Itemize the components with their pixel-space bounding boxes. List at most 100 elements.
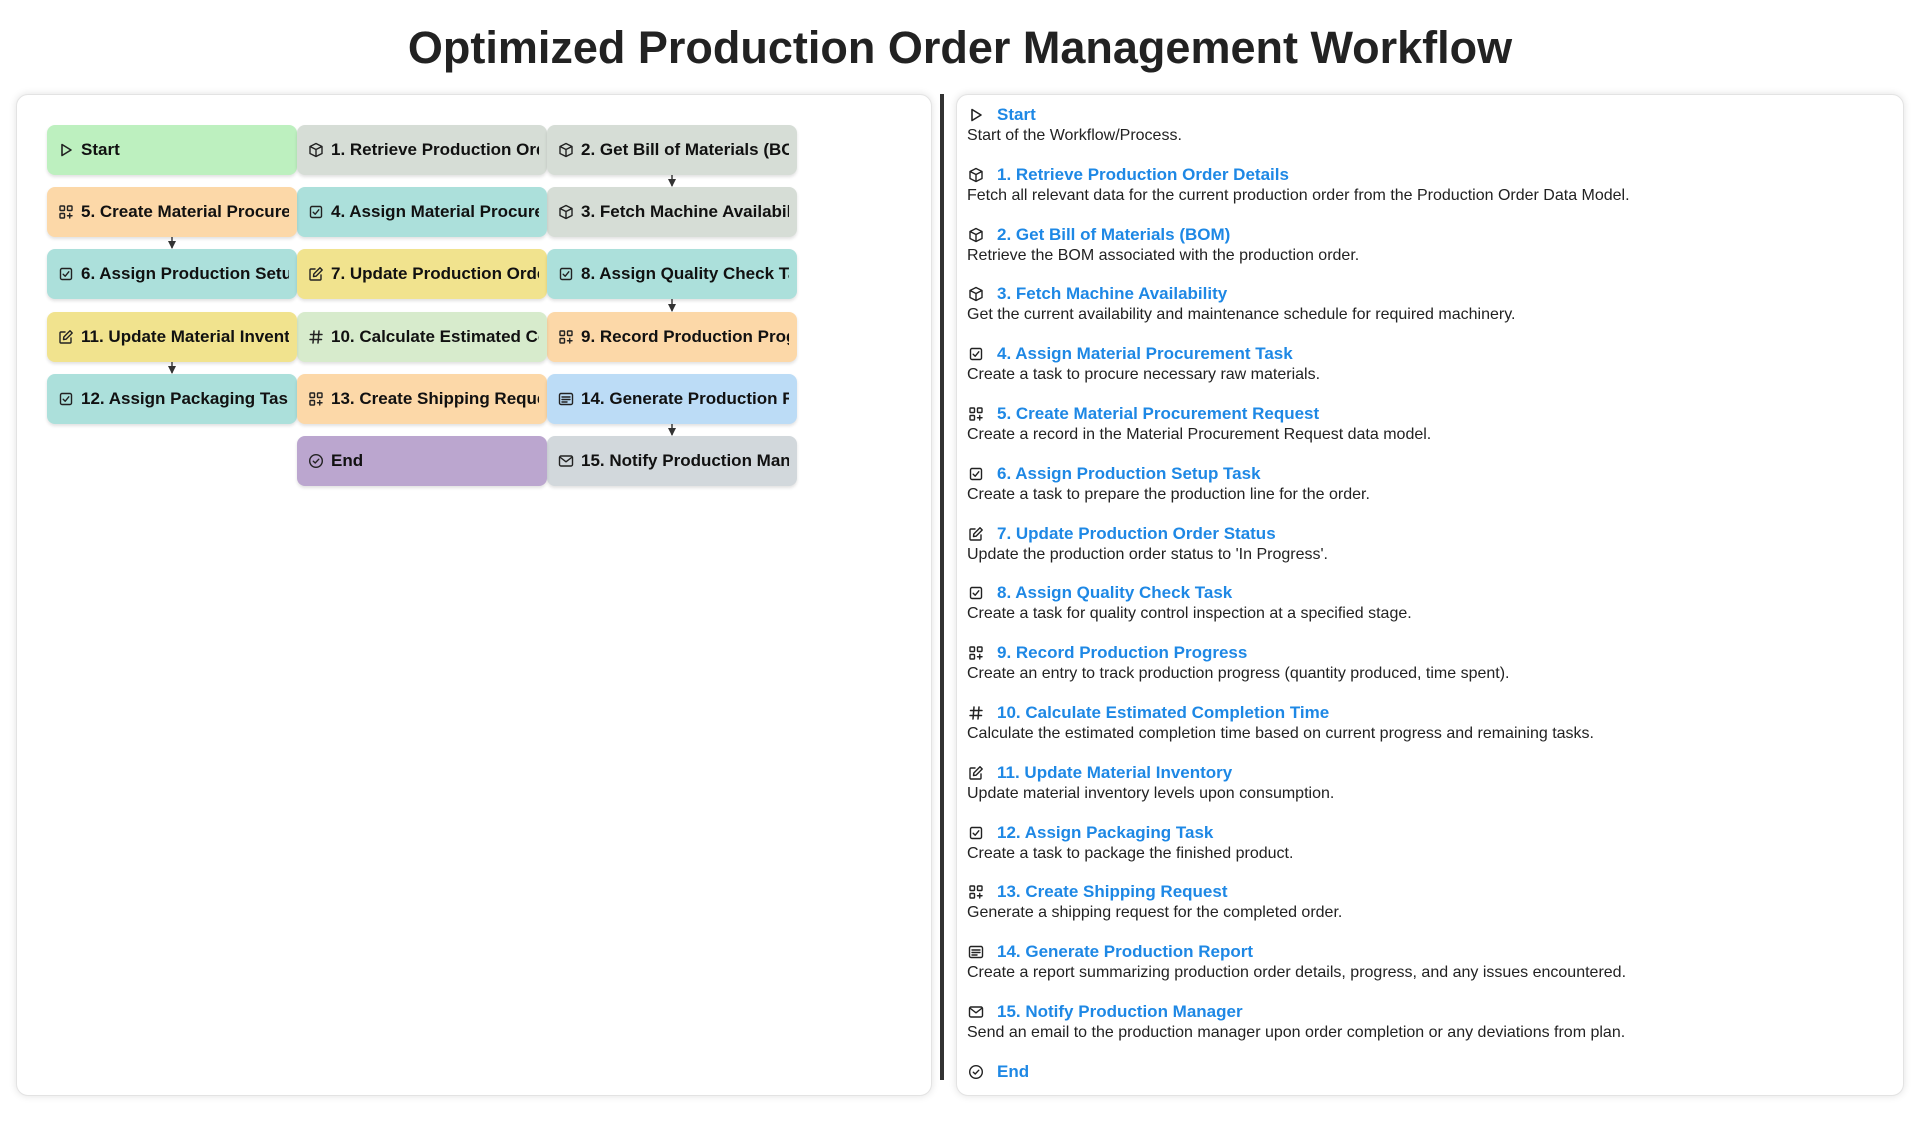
checkbox-icon	[967, 584, 985, 602]
step-description: Create an entry to track production prog…	[967, 665, 1510, 683]
grid-plus-icon	[967, 644, 985, 662]
edit-icon	[967, 525, 985, 543]
diagram-panel: Start 1. Retrieve Production Order Detail…	[16, 94, 932, 1096]
flow-node-n7[interactable]: 7. Update Production Order Status	[297, 249, 547, 299]
checkbox-icon	[557, 265, 575, 283]
step-title-link[interactable]: 3. Fetch Machine Availability	[997, 284, 1228, 304]
checkbox-icon	[967, 824, 985, 842]
flow-node-label: 1. Retrieve Production Order Details	[331, 140, 539, 159]
flow-node-label: 15. Notify Production Manager	[581, 451, 789, 470]
flow-node-n1[interactable]: 1. Retrieve Production Order Details	[297, 125, 547, 175]
step-title-link[interactable]: 7. Update Production Order Status	[997, 523, 1276, 543]
flow-node-label: 3. Fetch Machine Availability	[581, 202, 789, 221]
flow-node-n9[interactable]: 9. Record Production Progress	[547, 312, 797, 362]
flow-node-n2[interactable]: 2. Get Bill of Materials (BOM)	[547, 125, 797, 175]
check-circle-icon	[307, 452, 325, 470]
mail-icon	[967, 1003, 985, 1021]
cube-icon	[557, 141, 575, 159]
grid-plus-icon	[967, 405, 985, 423]
step-title-link[interactable]: 10. Calculate Estimated Completion Time	[997, 702, 1330, 722]
flow-node-label: 2. Get Bill of Materials (BOM)	[581, 140, 789, 159]
flow-node-start[interactable]: Start	[47, 125, 297, 175]
edit-icon	[307, 265, 325, 283]
flow-node-n8[interactable]: 8. Assign Quality Check Task	[547, 249, 797, 299]
checkbox-icon	[57, 390, 75, 408]
step-description: Retrieve the BOM associated with the pro…	[967, 246, 1360, 264]
step-title-link[interactable]: 5. Create Material Procurement Request	[997, 403, 1320, 423]
step-title-link[interactable]: 15. Notify Production Manager	[997, 1001, 1243, 1021]
flow-node-n4[interactable]: 4. Assign Material Procurement Task	[297, 187, 547, 237]
flow-node-n11[interactable]: 11. Update Material Inventory	[47, 312, 297, 362]
step-description: Start of the Workflow/Process.	[967, 127, 1182, 144]
step-title-link[interactable]: 13. Create Shipping Request	[997, 882, 1228, 902]
flow-node-n14[interactable]: 14. Generate Production Report	[547, 374, 797, 424]
flow-node-label: 8. Assign Quality Check Task	[581, 264, 789, 283]
grid-plus-icon	[557, 328, 575, 346]
page-title: Optimized Production Order Management Wo…	[407, 22, 1513, 73]
flow-node-n10[interactable]: 10. Calculate Estimated Completion Time	[297, 312, 547, 362]
step-title-link[interactable]: 12. Assign Packaging Task	[997, 822, 1214, 842]
report-icon	[557, 390, 575, 408]
flow-node-n13[interactable]: 13. Create Shipping Request	[297, 374, 547, 424]
play-icon	[57, 141, 75, 159]
grid-plus-icon	[967, 883, 985, 901]
step-description: Update material inventory levels upon co…	[967, 784, 1335, 802]
cube-icon	[967, 226, 985, 244]
step-description: Calculate the estimated completion time …	[967, 724, 1594, 742]
flow-node-n12[interactable]: 12. Assign Packaging Task	[47, 374, 297, 424]
flow-node-label: 12. Assign Packaging Task	[81, 389, 289, 408]
flow-node-label: 10. Calculate Estimated Completion Time	[331, 327, 539, 346]
check-circle-icon	[967, 1063, 985, 1081]
flow-node-label: 14. Generate Production Report	[581, 389, 789, 408]
flow-arrows	[168, 146, 676, 465]
cube-icon	[307, 141, 325, 159]
step-title-link[interactable]: Start	[997, 105, 1036, 124]
cube-icon	[967, 166, 985, 184]
flow-node-label: 7. Update Production Order Status	[331, 264, 539, 283]
step-title-link[interactable]: End	[997, 1061, 1030, 1081]
step-title-link[interactable]: 9. Record Production Progress	[997, 643, 1248, 663]
checkbox-icon	[967, 465, 985, 483]
step-title-link[interactable]: 8. Assign Quality Check Task	[997, 583, 1233, 603]
flow-node-n5[interactable]: 5. Create Material Procurement Request	[47, 187, 297, 237]
step-item: 2. Get Bill of Materials (BOM) Retrieve t…	[967, 225, 1887, 285]
step-description: Generate a shipping request for the comp…	[967, 904, 1343, 922]
flow-node-end[interactable]: End	[297, 436, 547, 486]
step-title-link[interactable]: 2. Get Bill of Materials (BOM)	[997, 224, 1231, 244]
checkbox-icon	[307, 203, 325, 221]
flow-node-label: 9. Record Production Progress	[581, 327, 789, 346]
step-description: Create a task for quality control inspec…	[967, 605, 1412, 623]
step-description: Create a task to procure necessary raw m…	[967, 366, 1321, 384]
grid-plus-icon	[57, 203, 75, 221]
flow-node-label: 11. Update Material Inventory	[81, 327, 289, 346]
step-title-link[interactable]: 1. Retrieve Production Order Details	[997, 164, 1289, 184]
step-title-link[interactable]: 4. Assign Material Procurement Task	[997, 344, 1293, 364]
flow-node-n15[interactable]: 15. Notify Production Manager	[547, 436, 797, 486]
flow-node-n3[interactable]: 3. Fetch Machine Availability	[547, 187, 797, 237]
cube-icon	[967, 285, 985, 303]
checkbox-icon	[967, 345, 985, 363]
step-description: Send an email to the production manager …	[967, 1023, 1626, 1041]
flow-node-n6[interactable]: 6. Assign Production Setup Task	[47, 249, 297, 299]
step-item: End	[967, 1062, 1887, 1122]
step-description: Create a record in the Material Procurem…	[967, 425, 1432, 443]
step-title-link[interactable]: 11. Update Material Inventory	[997, 762, 1233, 782]
flow-node-label: End	[331, 451, 364, 470]
panel-divider[interactable]	[940, 94, 944, 1080]
report-icon	[967, 943, 985, 961]
edit-icon	[967, 764, 985, 782]
step-title-link[interactable]: 6. Assign Production Setup Task	[997, 463, 1261, 483]
step-title-link[interactable]: 14. Generate Production Report	[997, 942, 1253, 962]
